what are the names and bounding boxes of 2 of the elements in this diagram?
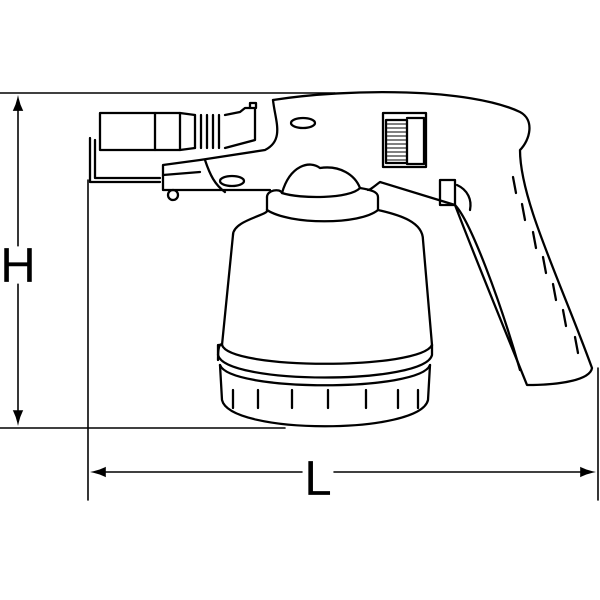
dimension-label: L <box>302 459 334 497</box>
dimension-label: H <box>0 246 38 284</box>
